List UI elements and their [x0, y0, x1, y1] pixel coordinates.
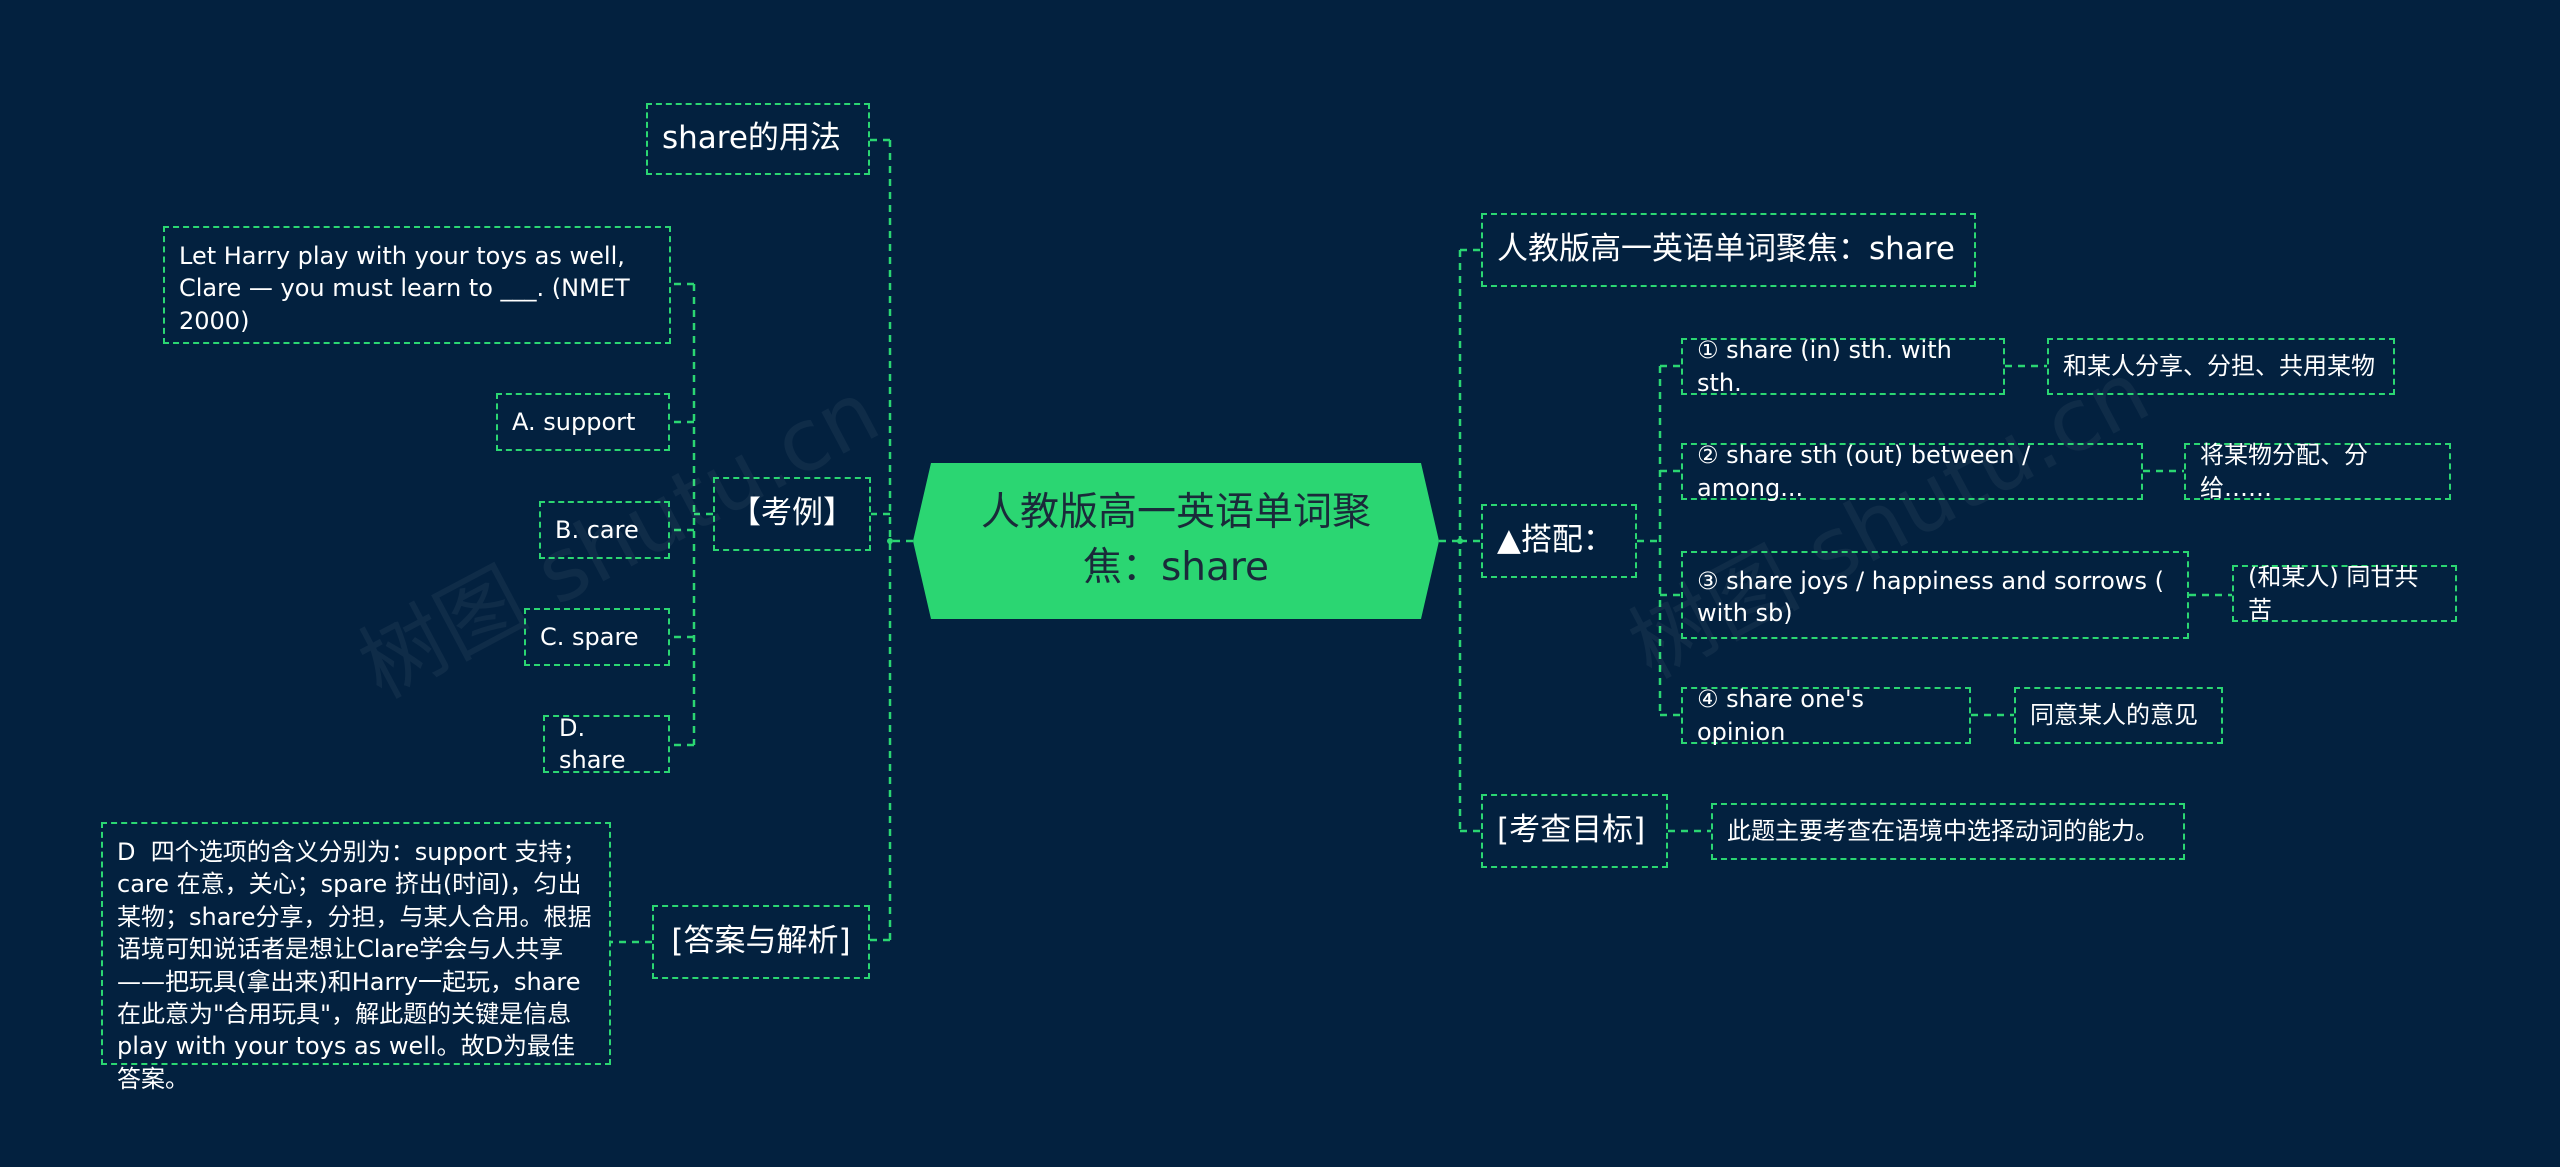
node-meaning-4[interactable]: 同意某人的意见 — [2014, 687, 2223, 744]
node-goal-text[interactable]: 此题主要考查在语境中选择动词的能力。 — [1711, 803, 2185, 860]
node-option-d[interactable]: D. share — [543, 714, 670, 774]
node-phrase-2[interactable]: ② share sth (out) between / among... — [1681, 441, 2143, 502]
node-share-usage[interactable]: share的用法 — [646, 103, 870, 175]
node-collocation-label[interactable]: ▲搭配： — [1481, 504, 1637, 578]
node-option-b[interactable]: B. care — [539, 501, 670, 559]
node-goal-label[interactable]: [考查目标] — [1481, 794, 1668, 868]
junction-left — [887, 538, 893, 544]
node-answer-label[interactable]: [答案与解析] — [652, 905, 870, 979]
node-meaning-2[interactable]: 将某物分配、分给…… — [2184, 441, 2451, 502]
junction-right — [1457, 538, 1463, 544]
node-phrase-1[interactable]: ① share (in) sth. with sth. — [1681, 336, 2005, 397]
node-example-question[interactable]: Let Harry play with your toys as well, C… — [163, 226, 671, 344]
node-right-title[interactable]: 人教版高一英语单词聚焦：share — [1481, 213, 1976, 287]
node-meaning-3[interactable]: (和某人) 同甘共苦 — [2232, 563, 2457, 624]
central-topic[interactable]: 人教版高一英语单词聚焦：share — [913, 463, 1439, 619]
node-phrase-4[interactable]: ④ share one's opinion — [1681, 685, 1971, 746]
node-example-label[interactable]: 【考例】 — [713, 477, 871, 551]
node-phrase-3[interactable]: ③ share joys / happiness and sorrows ( w… — [1681, 551, 2189, 639]
node-meaning-1[interactable]: 和某人分享、分担、共用某物 — [2047, 338, 2395, 395]
node-option-a[interactable]: A. support — [496, 393, 670, 451]
node-answer-text[interactable]: D 四个选项的含义分别为：support 支持；care 在意，关心；spare… — [101, 822, 611, 1093]
node-option-c[interactable]: C. spare — [524, 608, 670, 666]
